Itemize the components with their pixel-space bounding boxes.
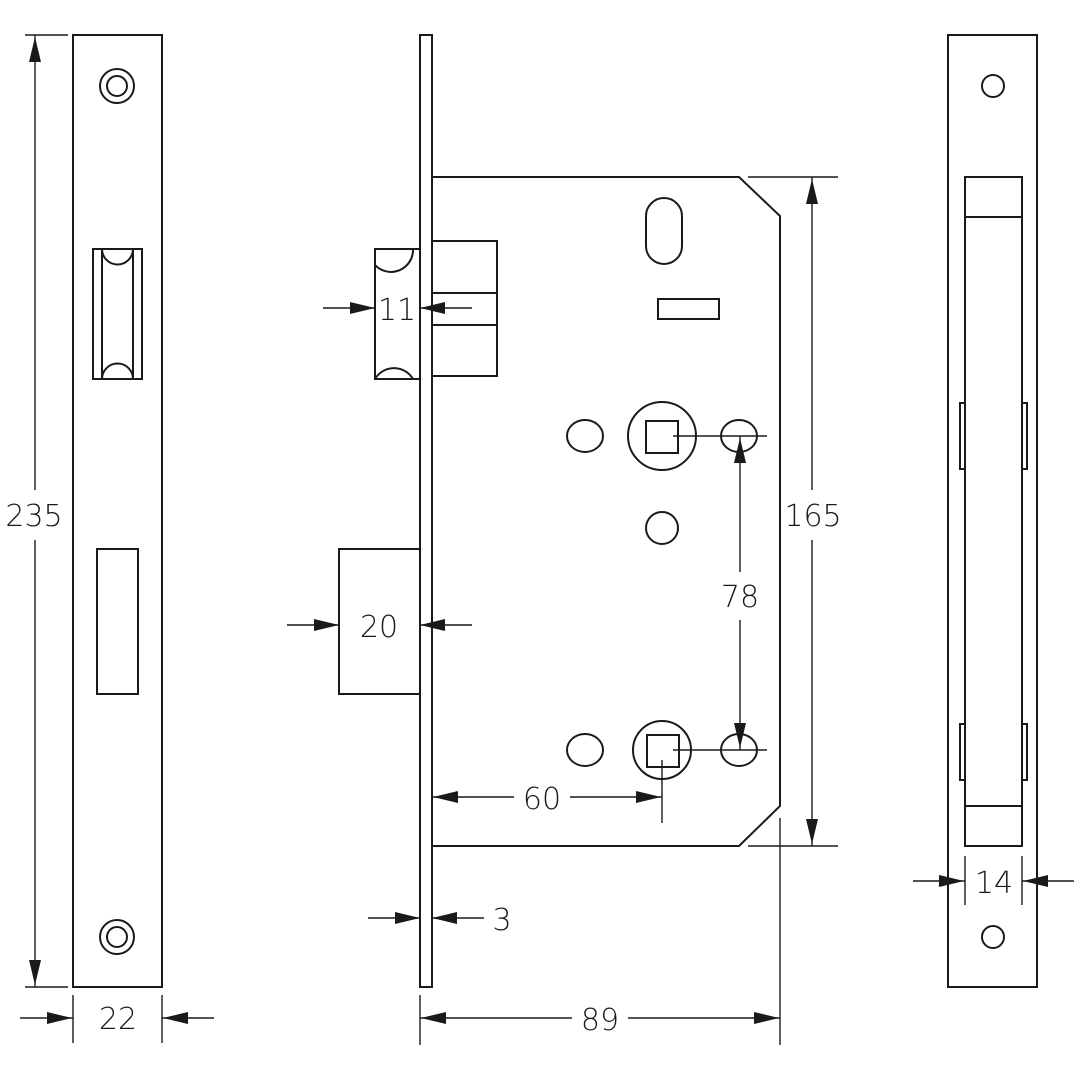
dimension-backset: 60 xyxy=(432,760,663,823)
faceplate-front-view: 235 22 xyxy=(5,34,214,1043)
upper-left-fixing-hole xyxy=(566,419,604,453)
dimension-overall-depth: 89 xyxy=(419,818,781,1045)
dimension-label-235: 235 xyxy=(5,499,62,534)
dimension-label-60: 60 xyxy=(523,782,561,817)
dimension-centres: 78 xyxy=(673,435,767,751)
dimension-label-3: 3 xyxy=(492,903,511,938)
bottom-screw-hole-outer xyxy=(99,919,135,955)
dimension-faceplate-width: 22 xyxy=(20,995,214,1043)
dimension-forend-thickness: 3 xyxy=(368,903,512,938)
dimension-case-thickness: 14 xyxy=(913,856,1074,905)
rear-top-screw-hole xyxy=(981,74,1005,98)
dimension-latch-projection: 11 xyxy=(323,290,472,328)
dimension-label-20: 20 xyxy=(360,610,398,645)
dimension-deadbolt-projection: 20 xyxy=(287,610,472,645)
lower-left-fixing-hole xyxy=(566,733,604,767)
dimension-label-78: 78 xyxy=(721,580,759,615)
dimension-label-14: 14 xyxy=(975,866,1013,901)
dimension-label-165: 165 xyxy=(784,499,841,534)
centre-fixing-hole xyxy=(645,511,679,545)
rear-bottom-screw-hole xyxy=(981,925,1005,949)
dimension-label-22: 22 xyxy=(99,1002,137,1037)
dimension-overall-height: 235 xyxy=(5,34,68,988)
latch-bolt xyxy=(374,240,498,380)
top-screw-hole-inner xyxy=(106,75,128,97)
dimension-case-height: 165 xyxy=(748,176,842,847)
deadbolt xyxy=(338,548,421,695)
top-screw-hole-outer xyxy=(99,68,135,104)
faceplate-outline xyxy=(72,34,163,988)
rear-faceplate-outline xyxy=(947,34,1038,988)
latch-slot xyxy=(92,248,143,380)
dimension-label-89: 89 xyxy=(581,1003,619,1038)
deadbolt-slot xyxy=(96,548,139,695)
lock-case-outline xyxy=(432,176,781,847)
dimension-label-11: 11 xyxy=(378,293,416,328)
keyhole xyxy=(645,197,720,320)
forend-plate xyxy=(419,34,433,988)
rear-edge-view: 14 xyxy=(913,34,1074,988)
lock-body-side-view: 11 20 3 60 xyxy=(287,34,842,1045)
case-edge xyxy=(959,176,1028,847)
bottom-screw-hole-inner xyxy=(106,926,128,948)
